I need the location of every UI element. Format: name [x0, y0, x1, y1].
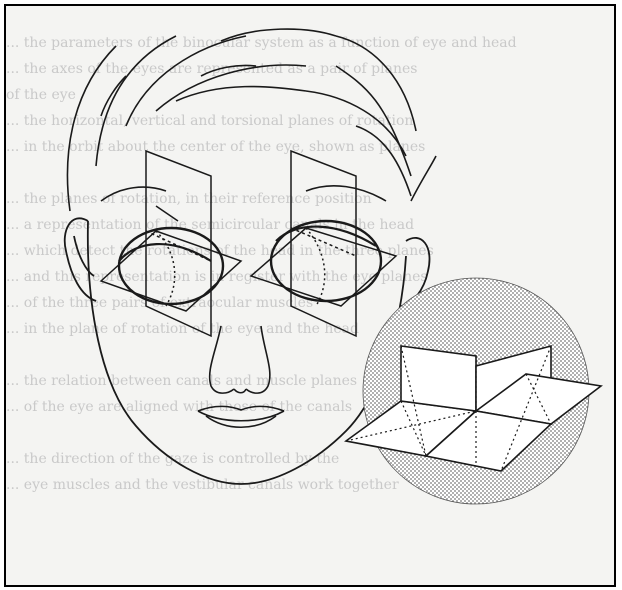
hair	[67, 29, 436, 211]
right-eye-planes	[251, 151, 396, 336]
left-eye-planes	[101, 151, 241, 336]
eyebrows	[101, 186, 386, 201]
face-illustration	[6, 6, 616, 587]
mouth	[198, 406, 284, 427]
nose	[210, 326, 270, 393]
figure-frame: ... the parameters of the binocular syst…	[4, 4, 616, 587]
canal-planes-inset	[346, 278, 601, 504]
